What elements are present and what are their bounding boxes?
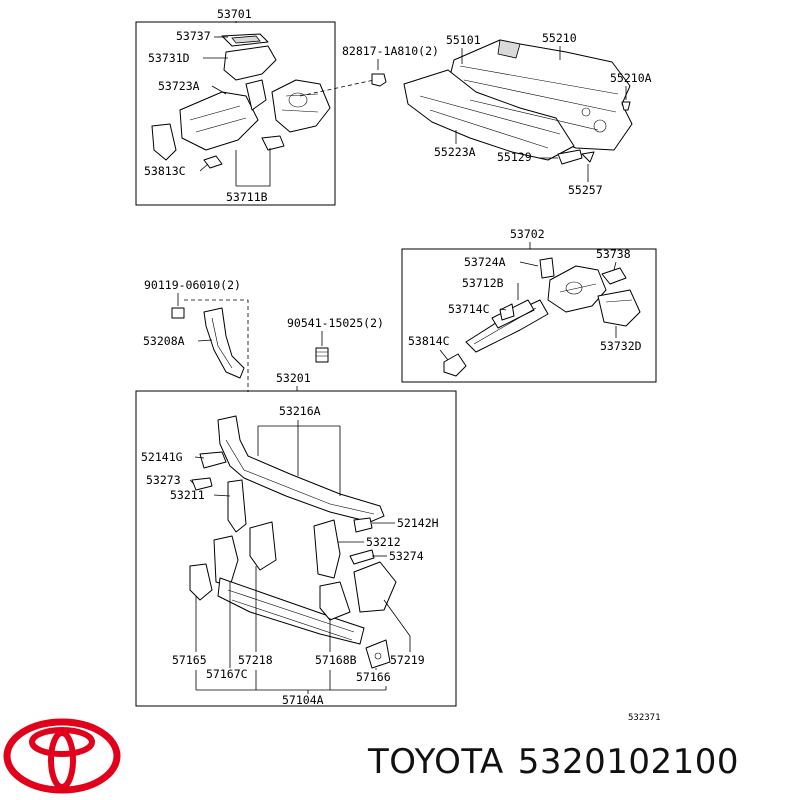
clip-90541-icon — [315, 347, 329, 363]
callout-53201: 53201 — [276, 371, 311, 385]
toyota-logo-icon — [3, 718, 121, 794]
clip-icon — [621, 101, 631, 111]
callout-53712B: 53712B — [462, 276, 504, 290]
callout-55210A: 55210A — [610, 71, 652, 85]
callout-53212: 53212 — [366, 535, 401, 549]
callout-57219: 57219 — [390, 653, 425, 667]
callout-90119-06010: 90119-06010(2) — [144, 278, 241, 292]
callout-53711B: 53711B — [226, 190, 268, 204]
callout-90541-15025: 90541-15025(2) — [287, 316, 384, 330]
bracket-55129-part — [557, 149, 583, 165]
callout-53724A: 53724A — [464, 255, 506, 269]
callout-55210: 55210 — [542, 31, 577, 45]
callout-53702: 53702 — [510, 227, 545, 241]
brand-name: TOYOTA — [368, 742, 504, 782]
callout-57166: 57166 — [356, 670, 391, 684]
callout-53732D: 53732D — [600, 339, 642, 353]
diagram-ref-number: 532371 — [628, 713, 661, 723]
inner-fender-rh-part — [443, 257, 641, 377]
radiator-support-part — [189, 415, 397, 669]
callout-53714C: 53714C — [448, 302, 490, 316]
callout-55257: 55257 — [568, 183, 603, 197]
group-box-53702 — [401, 248, 657, 383]
callout-53723A: 53723A — [158, 79, 200, 93]
callout-53274: 53274 — [389, 549, 424, 563]
callout-53737: 53737 — [176, 29, 211, 43]
callout-53208A: 53208A — [143, 334, 185, 348]
callout-53813C: 53813C — [144, 164, 186, 178]
callout-53814C: 53814C — [408, 334, 450, 348]
callout-55223A: 55223A — [434, 145, 476, 159]
callout-82817-1A810: 82817-1A810(2) — [342, 44, 439, 58]
callout-57218: 57218 — [238, 653, 273, 667]
callout-53731D: 53731D — [148, 51, 190, 65]
callout-53701: 53701 — [217, 7, 252, 21]
callout-55101: 55101 — [446, 33, 481, 47]
callout-57168B: 57168B — [315, 653, 357, 667]
callout-53211: 53211 — [170, 488, 205, 502]
group-box-53701 — [135, 21, 336, 206]
callout-52142H: 52142H — [397, 516, 439, 530]
bracket-55257-part — [581, 151, 595, 163]
group-box-53201 — [135, 390, 457, 707]
bolt-icon — [371, 73, 387, 87]
callout-53216A: 53216A — [279, 404, 321, 418]
callout-53738: 53738 — [596, 247, 631, 261]
part-number: 5320102100 — [517, 742, 740, 782]
support-53208A-part — [203, 307, 245, 379]
brand-caption: TOYOTA 5320102100 — [368, 742, 753, 782]
callout-53273: 53273 — [146, 473, 181, 487]
callout-57167C: 57167C — [206, 667, 248, 681]
bolt-90119-icon — [171, 307, 185, 319]
callout-52141G: 52141G — [141, 450, 183, 464]
callout-55129: 55129 — [497, 150, 532, 164]
callout-57165: 57165 — [172, 653, 207, 667]
dash-panel-part — [403, 39, 633, 161]
callout-57104A: 57104A — [282, 693, 324, 707]
